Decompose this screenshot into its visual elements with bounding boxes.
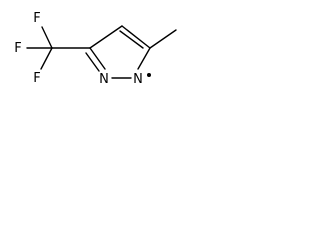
atom-f-bottom: F xyxy=(33,71,40,86)
bond-c5-c4-double xyxy=(119,30,144,49)
bond-c3-n2-double xyxy=(85,52,100,72)
bond-c-f-bottom xyxy=(40,47,53,70)
bond-group xyxy=(26,25,177,79)
bond-n1-c5 xyxy=(137,47,151,70)
bond-c3-n2 xyxy=(89,47,106,70)
bond-c4-c3 xyxy=(89,25,123,49)
atom-f-left: F xyxy=(14,41,21,56)
bond-c5-methyl xyxy=(149,29,177,49)
atom-label-group: F F F N N xyxy=(14,11,143,87)
atom-n-right: N xyxy=(133,72,143,87)
bond-c-f-top xyxy=(41,26,53,49)
atom-n-left: N xyxy=(99,72,109,87)
radical-dot xyxy=(147,73,151,77)
atom-f-top: F xyxy=(33,11,40,26)
bond-c5-c4 xyxy=(121,25,151,49)
molecule-structure: F F F N N xyxy=(14,11,177,87)
